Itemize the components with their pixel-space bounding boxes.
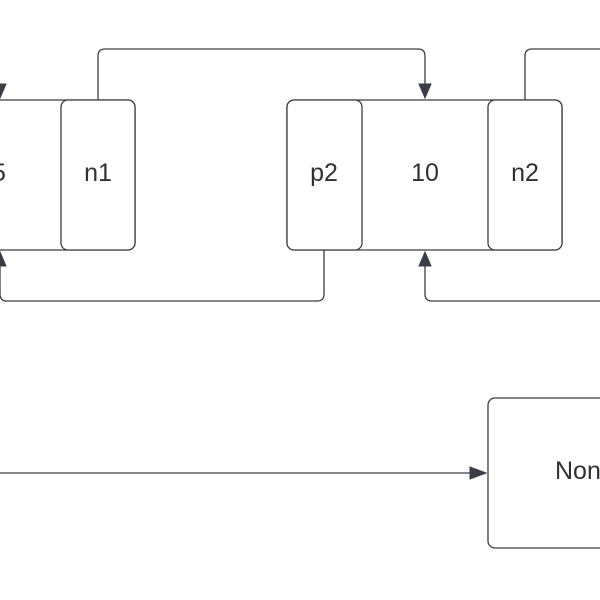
node-1-value-label: 5: [0, 159, 6, 187]
edge-into-node1-top: [0, 83, 7, 100]
edge-p2-to-node1-line: [0, 250, 325, 302]
arrow-down-icon: [418, 83, 432, 100]
edge-n2-out-line: [524, 48, 600, 100]
node-1-next-label: n1: [84, 159, 112, 187]
edge-into-node2-bottom-line: [424, 264, 600, 302]
edge-into-node2-bottom: [418, 250, 600, 302]
edge-into-none: [0, 466, 488, 480]
arrow-right-icon: [469, 466, 488, 480]
arrow-up-icon: [418, 250, 432, 267]
none-label: None: [555, 457, 600, 485]
none-box: [487, 397, 600, 549]
edge-p2-to-node1: [0, 250, 325, 302]
node-1: 5 n1: [0, 99, 136, 251]
edge-n2-out: [524, 48, 600, 100]
arrow-down-icon: [0, 83, 7, 100]
edge-n1-to-node2-line: [97, 48, 426, 100]
node-2-next-label: n2: [511, 159, 539, 187]
node-2-value-label: 10: [411, 159, 439, 187]
none-node: None: [487, 397, 600, 549]
edge-n1-to-node2: [97, 48, 432, 100]
arrow-up-icon: [0, 250, 7, 267]
node-2-prev-label: p2: [310, 159, 338, 187]
node-2: p2 10 n2: [286, 99, 563, 251]
